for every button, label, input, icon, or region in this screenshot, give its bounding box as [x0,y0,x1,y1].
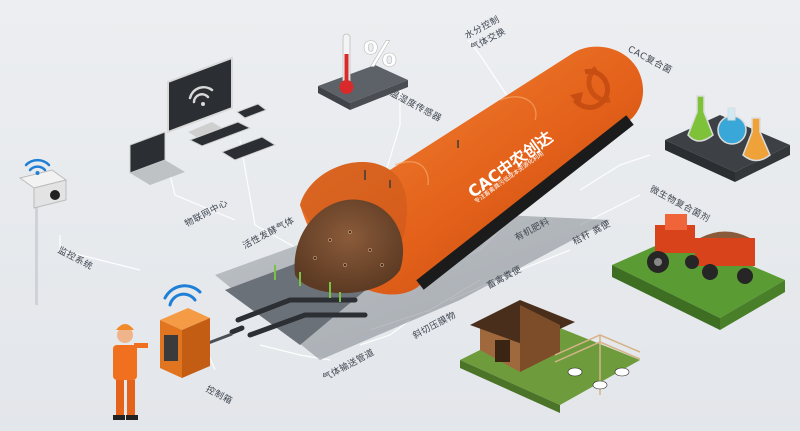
temp-humidity-panel: % [318,33,408,110]
worker-icon [113,324,148,420]
cac-inoculant-panel [665,95,790,182]
barn-icon [470,300,575,372]
sprouts [274,265,341,302]
flask-icon [687,95,771,162]
percent-icon: % [363,35,398,76]
thermometer-icon [339,33,354,94]
wifi-icon [24,158,51,175]
tablet-icon [220,136,277,161]
fermentation-tunnel [294,46,644,295]
wifi-icon [163,284,202,307]
tractor-icon [647,214,755,284]
ventilation-pipes [229,297,368,338]
tractor-scene [612,214,785,330]
laptop-icon [129,131,185,185]
barn-scene [460,300,641,413]
control-box-icon [160,308,210,378]
cctv-camera-icon [18,169,68,305]
phone-icon [188,103,268,147]
recycle-arrows-icon [570,66,611,110]
svg-text:%: % [363,35,397,75]
computer-monitor-icon [167,56,233,138]
